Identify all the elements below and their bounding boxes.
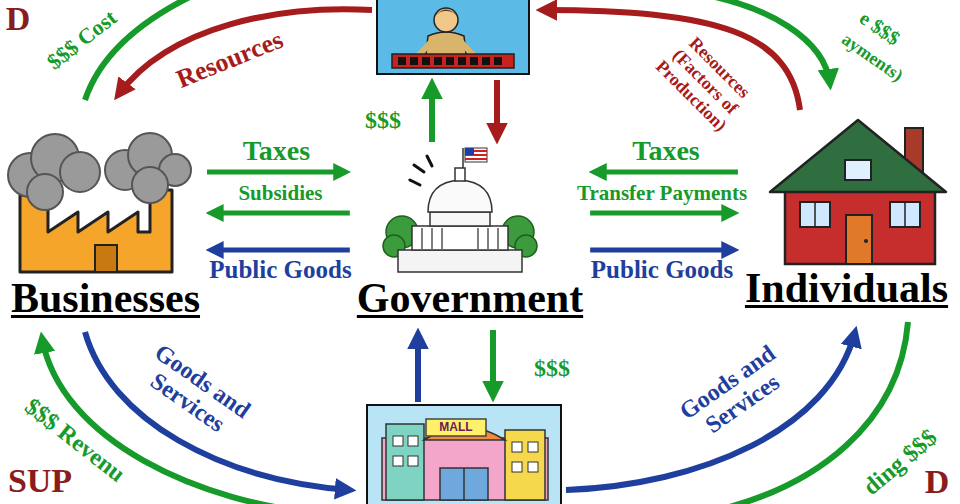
corner-letter: D	[6, 0, 31, 37]
money-arrow	[490, 330, 496, 396]
flow-label: Goods and Services	[127, 333, 264, 451]
flow-label: Subsidies	[238, 182, 322, 205]
sector-title: Businesses	[11, 276, 200, 320]
capitol-picture	[383, 148, 537, 272]
factory-picture	[8, 133, 191, 272]
corner-word: SUP	[8, 462, 72, 499]
sector-title: Government	[357, 276, 583, 320]
money-label: $$$	[534, 355, 570, 381]
sector-node: Businesses	[7, 130, 204, 320]
corner-letter: D	[925, 463, 950, 500]
flow-label: Goods and Services	[667, 334, 804, 452]
flow-label: Taxes	[632, 136, 699, 167]
house-picture	[770, 120, 946, 264]
flow-label: Public Goods	[591, 256, 733, 284]
mall-picture	[367, 405, 561, 504]
resource-arc	[118, 9, 372, 95]
goods-arrow	[415, 334, 421, 402]
money-arrow	[429, 84, 435, 142]
flow-arrow	[590, 211, 734, 216]
sector-node: Government	[353, 140, 587, 320]
flow-label: Public Goods	[209, 256, 351, 284]
flow-arrow	[211, 211, 350, 216]
flow-arrow	[211, 248, 350, 253]
flow-arrow	[207, 170, 346, 175]
worker-picture	[377, 0, 529, 74]
sector-title: Individuals	[745, 266, 948, 310]
resource-arrow	[494, 80, 500, 138]
goods-arc	[566, 332, 855, 490]
sector-node: Individuals	[741, 118, 952, 310]
flow-arrow	[590, 248, 734, 253]
sign-text: MALL	[439, 421, 472, 434]
flow-label: $$$ Cost	[43, 5, 122, 74]
flow-arrow	[594, 170, 738, 175]
flow-label: Taxes	[243, 136, 310, 167]
money-label: $$$	[365, 107, 401, 133]
flow-label: Transfer Payments	[577, 182, 747, 205]
